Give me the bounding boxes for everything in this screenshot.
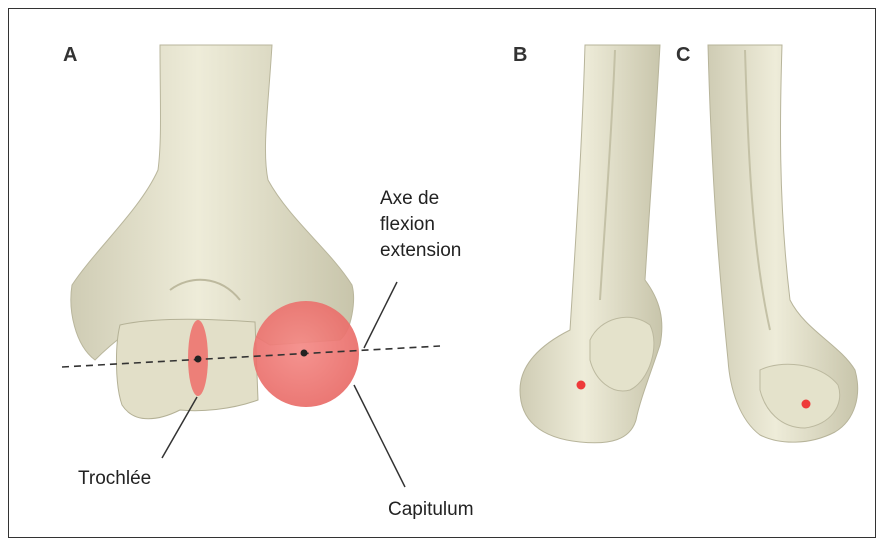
panel-letter-c: C xyxy=(676,44,690,67)
capitulum-label: Capitulum xyxy=(388,497,474,523)
bone-side-view-b xyxy=(520,45,662,443)
marker-point-c xyxy=(802,400,811,409)
trochlea-center-point xyxy=(195,356,202,363)
capitulum-center-point xyxy=(301,350,308,357)
axis-label: Axe de flexion extension xyxy=(380,186,461,264)
marker-point-b xyxy=(577,381,586,390)
trochlea-label: Trochlée xyxy=(78,466,151,492)
axis-label-line2: flexion xyxy=(380,212,461,238)
axis-pointer-line xyxy=(364,282,397,348)
axis-label-line1: Axe de xyxy=(380,186,461,212)
panel-letter-a: A xyxy=(63,44,77,67)
panel-letter-b: B xyxy=(513,44,527,67)
axis-label-line3: extension xyxy=(380,238,461,264)
capitulum-pointer-line xyxy=(354,385,405,487)
bone-side-view-c xyxy=(708,45,858,442)
